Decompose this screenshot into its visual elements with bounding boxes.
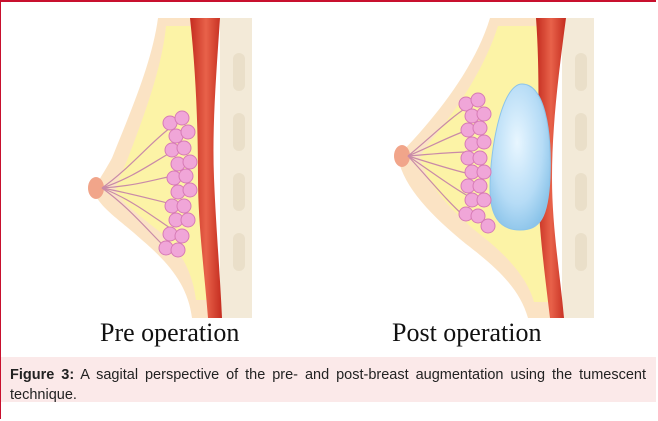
- caption-label: Figure 3:: [10, 367, 74, 383]
- rib: [233, 113, 245, 151]
- pre-operation-label: Pre operation: [100, 318, 239, 348]
- rib: [575, 233, 587, 271]
- nipple: [394, 145, 410, 167]
- nipple: [88, 177, 104, 199]
- rib: [575, 173, 587, 211]
- caption-body: A sagital perspective of the pre- and po…: [10, 367, 646, 403]
- figure-illustration: [70, 18, 600, 318]
- post-operation-diagram: [394, 18, 594, 318]
- figure-caption: Figure 3: A sagital perspective of the p…: [10, 365, 646, 405]
- post-operation-label: Post operation: [392, 318, 542, 348]
- rib: [575, 113, 587, 151]
- rib: [233, 173, 245, 211]
- rib: [233, 233, 245, 271]
- pre-operation-diagram: [88, 18, 252, 318]
- rib: [233, 53, 245, 91]
- rib: [575, 53, 587, 91]
